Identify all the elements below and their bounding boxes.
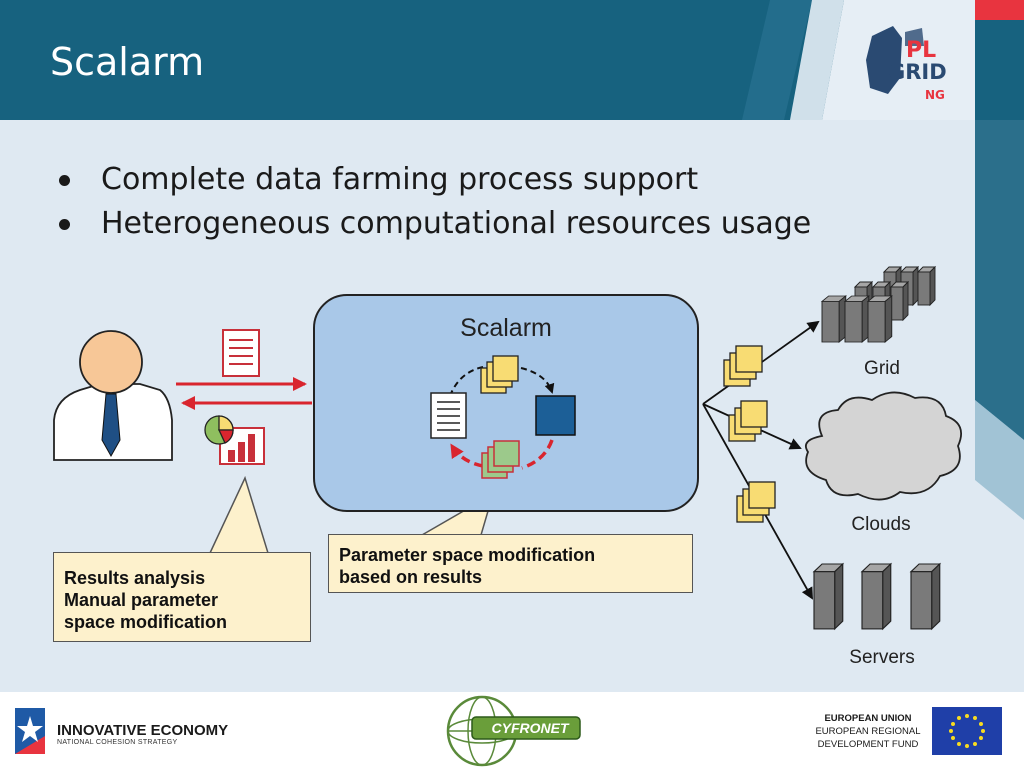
scalarm-label: Scalarm — [460, 314, 552, 342]
resource-connections — [702, 320, 820, 600]
bullet-item: Heterogeneous computational resources us… — [56, 202, 811, 246]
bullet-dot-icon — [59, 219, 70, 230]
bullet-list: Complete data farming process support He… — [56, 158, 811, 246]
user-figure — [53, 330, 173, 461]
plgrid-logo-pl: PL — [906, 38, 937, 63]
plgrid-logo-grid: GRID — [888, 60, 947, 84]
callout-parameter-space: Parameter space modification based on re… — [328, 534, 693, 593]
results-chart-icon — [204, 415, 265, 465]
plgrid-logo-ng: NG — [925, 88, 945, 102]
bullet-dot-icon — [59, 175, 70, 186]
cyfronet-name: CYFRONET — [491, 720, 569, 736]
callout-left-pointer — [208, 475, 270, 554]
clouds-label: Clouds — [851, 514, 911, 535]
innovative-economy-name: INNOVATIVE ECONOMY — [57, 722, 229, 739]
slide-title: Scalarm — [50, 40, 205, 84]
report-document-icon — [222, 329, 260, 377]
grid-label: Grid — [864, 358, 900, 379]
plgrid-logo — [866, 26, 924, 94]
bullet-item: Complete data farming process support — [56, 158, 811, 202]
callout-results-analysis: Results analysis Manual parameter space … — [53, 552, 311, 642]
servers-label: Servers — [849, 647, 915, 668]
eu-fund-text: EUROPEAN UNION EUROPEAN REGIONAL DEVELOP… — [815, 713, 921, 750]
innovative-economy-subtitle: NATIONAL COHESION STRATEGY — [57, 739, 178, 746]
